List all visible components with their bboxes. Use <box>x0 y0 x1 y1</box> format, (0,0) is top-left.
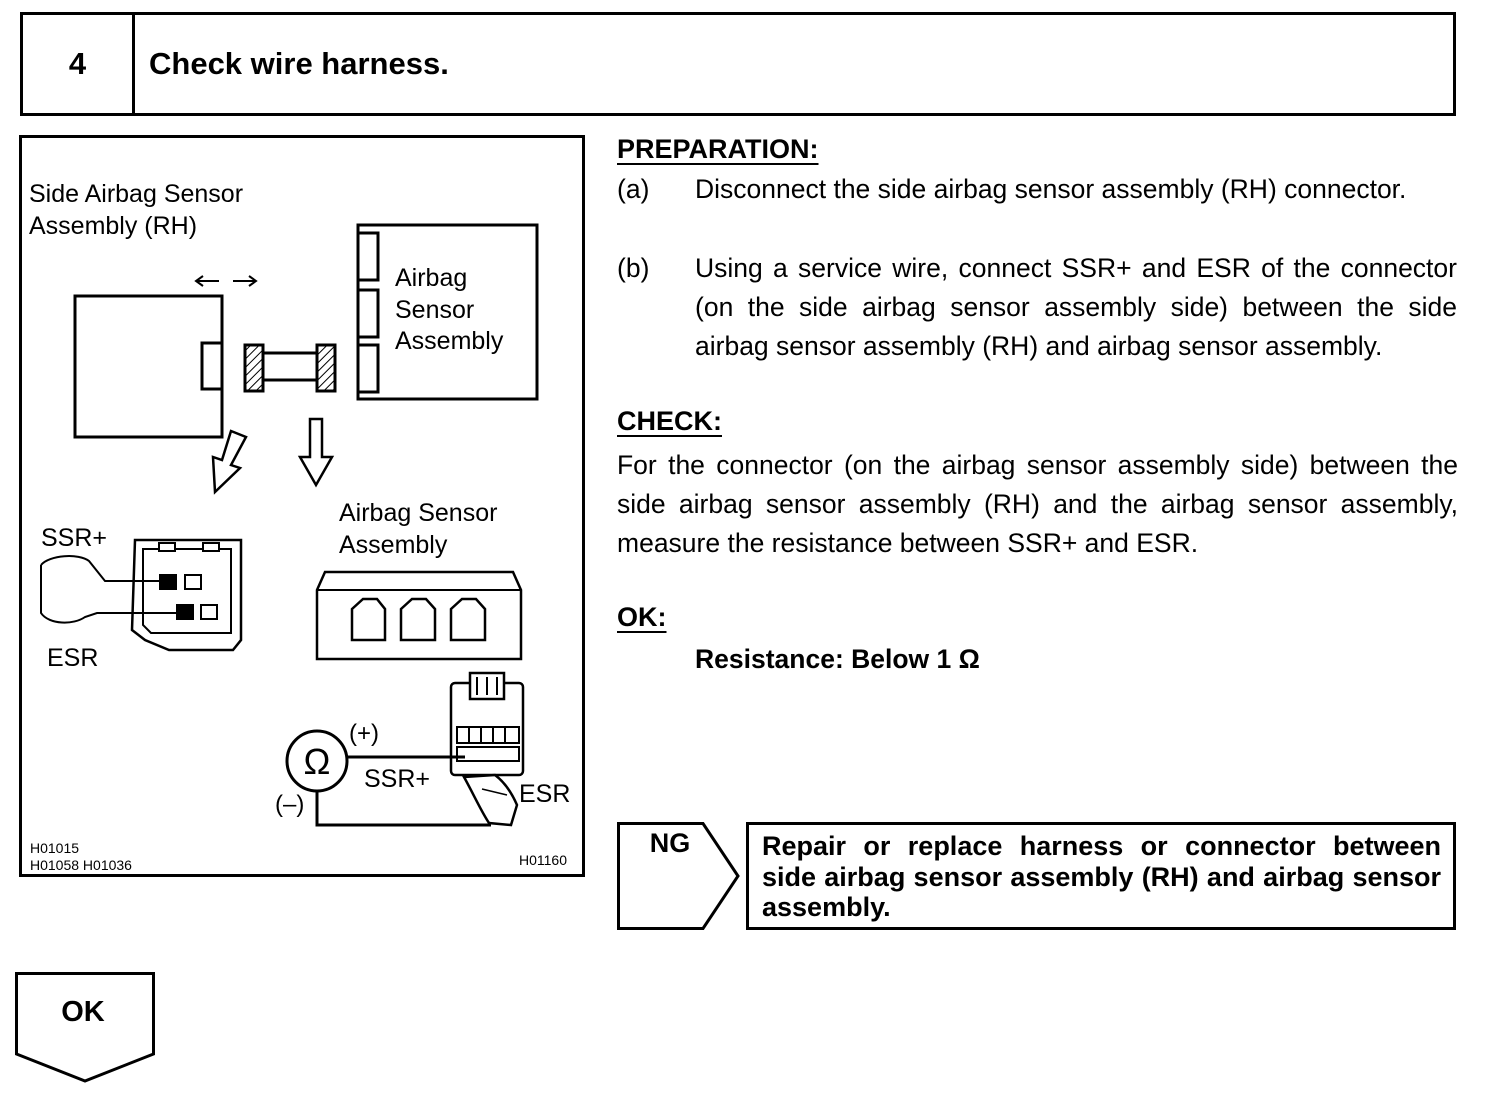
svg-text:Ω: Ω <box>304 741 331 782</box>
disconnect-arrows-icon <box>194 275 258 287</box>
ok-heading: OK: <box>617 602 667 632</box>
step-number: 4 <box>23 15 135 113</box>
figure-frame <box>19 135 585 877</box>
down-arrow-icon <box>211 429 248 495</box>
measurement-connector-icon <box>449 671 525 777</box>
ok-label: OK <box>61 996 105 1028</box>
preparation-step: (b) Using a service wire, connect SSR+ a… <box>617 249 1457 366</box>
meter-esr-label: ESR <box>519 780 570 808</box>
side-airbag-sensor-icon <box>73 294 224 439</box>
figure-code-left-1: H01015 <box>30 840 79 856</box>
preparation-step: (a) Disconnect the side airbag sensor as… <box>617 170 1457 209</box>
probe-hand-icon <box>461 773 519 827</box>
meter-minus-label: (–) <box>275 791 304 818</box>
airbag-box-label-line2: Sensor <box>395 296 474 324</box>
airbag-sensor-connectors-icon <box>315 570 523 661</box>
preparation-step-label: (b) <box>617 253 650 283</box>
preparation-step-label: (a) <box>617 174 650 204</box>
resistance-spec: Resistance: Below 1 Ω <box>695 644 980 674</box>
ohmmeter-icon: Ω <box>285 729 349 793</box>
figure-code-right: H01160 <box>519 852 567 868</box>
ssr-plus-label: SSR+ <box>41 524 107 552</box>
wiring-illustration: Side Airbag Sensor Assembly (RH) Airbag … <box>19 135 585 877</box>
preparation-heading: PREPARATION: <box>617 134 819 164</box>
airbag-box-label-line1: Airbag <box>395 264 467 292</box>
service-wire-connectors-icon <box>243 343 337 393</box>
side-sensor-label-line2: Assembly (RH) <box>29 212 197 240</box>
ok-arrow-icon <box>15 972 155 1083</box>
meter-plus-label: (+) <box>349 720 379 747</box>
down-arrow-icon <box>297 417 335 488</box>
step-title: Check wire harness. <box>149 46 449 81</box>
figure-code-left-2: H01058 H01036 <box>30 857 132 873</box>
preparation-step-text: Using a service wire, connect SSR+ and E… <box>695 253 1457 361</box>
side-sensor-label-line1: Side Airbag Sensor <box>29 180 243 208</box>
side-sensor-connector-face-icon <box>40 538 243 652</box>
esr-label: ESR <box>47 644 98 672</box>
ng-label: NG <box>649 828 691 858</box>
step-header: 4 Check wire harness. <box>20 12 1456 116</box>
airbag-box-label-line3: Assembly <box>395 327 504 355</box>
ng-arrow-icon <box>617 822 740 930</box>
preparation-step-text: Disconnect the side airbag sensor assemb… <box>695 174 1407 204</box>
check-text: For the connector (on the airbag sensor … <box>617 450 1458 558</box>
test-leads-icon <box>315 755 491 827</box>
check-heading: CHECK: <box>617 406 722 436</box>
airbag-lower-label-line1: Airbag Sensor <box>339 499 497 527</box>
airbag-lower-label-line2: Assembly <box>339 531 448 559</box>
ng-action-box: Repair or replace harness or connector b… <box>746 822 1456 930</box>
airbag-sensor-assembly-icon <box>356 223 539 401</box>
meter-ssr-label: SSR+ <box>364 765 430 793</box>
